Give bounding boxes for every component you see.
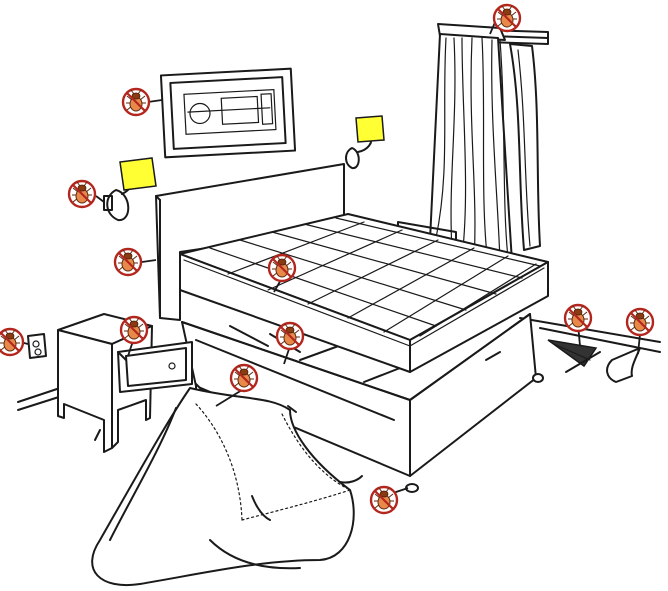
marker-power-outlet xyxy=(0,327,25,357)
marker-nightstand-drawer xyxy=(119,315,149,345)
marker-mattress-seam xyxy=(267,253,297,283)
nightstand xyxy=(57,313,193,453)
wall-lamp-right xyxy=(345,115,385,170)
marker-headboard xyxy=(113,247,143,277)
marker-picture-frame xyxy=(121,87,151,117)
carpet-corner xyxy=(547,339,641,383)
power-outlet xyxy=(27,333,47,359)
bed-base xyxy=(181,313,544,493)
curtain xyxy=(419,23,549,271)
mattress-quilting xyxy=(209,217,541,337)
wall-lamp-left xyxy=(103,157,157,221)
marker-carpet-edge xyxy=(563,303,593,333)
marker-baseboard-wallpaper xyxy=(625,307,655,337)
marker-wall-lamp xyxy=(67,179,97,209)
marker-box-spring-fabric xyxy=(229,363,259,393)
box-spring-dust-cover xyxy=(91,387,363,587)
picture-frame xyxy=(159,67,297,159)
marker-bed-frame-leg xyxy=(369,485,399,515)
marker-curtain-rod xyxy=(492,3,522,33)
mattress xyxy=(179,213,549,373)
marker-box-spring-slats xyxy=(275,321,305,351)
bed-bug-markers xyxy=(0,3,655,515)
